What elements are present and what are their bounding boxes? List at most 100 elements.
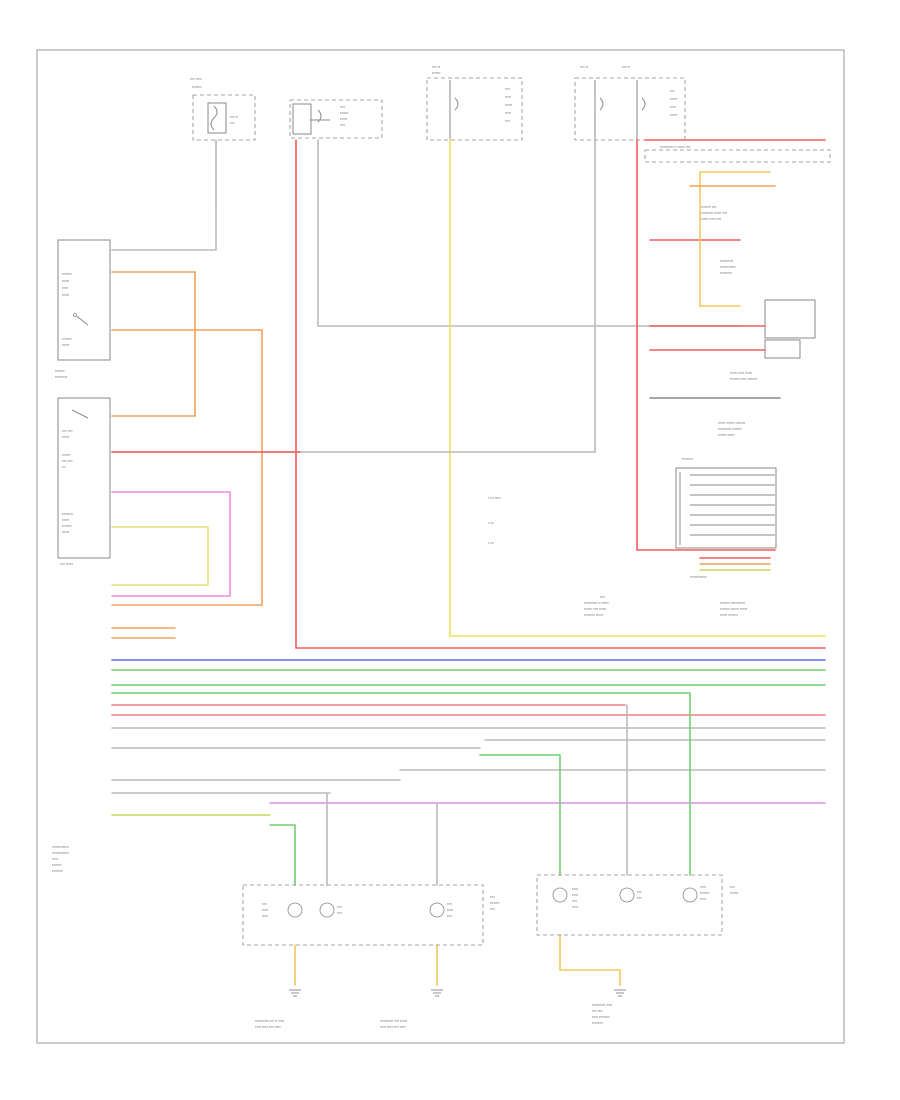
- svg-text:▪▪▪▪▪▪▪▪▪: ▪▪▪▪▪▪▪▪▪: [52, 869, 63, 873]
- svg-text:▪▪▪▪▪ ▪▪▪▪▪▪▪▪▪: ▪▪▪▪▪ ▪▪▪▪▪▪▪▪▪: [592, 1015, 610, 1019]
- hazard-switch: ▪▪▪▪▪▪▪▪ ▪▪▪▪▪▪ ▪▪▪▪▪ ▪▪▪▪▪▪ ▪▪▪▪▪▪▪▪ ▪▪…: [55, 239, 111, 379]
- svg-text:▪▪▪▪ ▪▪▪▪: ▪▪▪▪ ▪▪▪▪: [592, 1009, 603, 1013]
- svg-text:▪▪▪▪▪▪: ▪▪▪▪▪▪: [62, 530, 69, 534]
- svg-text:▪▪▪▪▪▪▪▪: ▪▪▪▪▪▪▪▪: [62, 272, 72, 276]
- svg-text:▪▪▪▪▪▪▪▪ ▪▪▪▪▪ ▪▪▪▪▪▪▪▪: ▪▪▪▪▪▪▪▪ ▪▪▪▪▪ ▪▪▪▪▪▪▪▪: [730, 377, 757, 381]
- wire-yellow-feed: [449, 139, 826, 637]
- svg-text:▪▪▪▪ ▪▪: ▪▪▪▪ ▪▪: [230, 115, 238, 119]
- svg-text:▪▪▪▪▪▪ ▪▪▪▪▪▪▪ ▪▪▪▪▪▪▪▪: ▪▪▪▪▪▪ ▪▪▪▪▪▪▪ ▪▪▪▪▪▪▪▪: [718, 421, 745, 425]
- svg-text:▪▪▪▪ ▪▪▪▪: ▪▪▪▪ ▪▪▪▪: [62, 459, 73, 463]
- svg-text:▪▪▪▪▪: ▪▪▪▪▪: [447, 908, 453, 912]
- wire-yellow-sw: [111, 526, 209, 586]
- fuse-block-c: ▪▪▪▪ ▪▪ ▪▪▪▪▪▪▪ ▪▪▪▪ ▪▪▪▪▪ ▪▪▪▪▪▪ ▪▪▪▪▪ …: [426, 65, 523, 141]
- svg-text:▪ ▪▪▪: ▪ ▪▪▪: [488, 541, 494, 545]
- light-switch: ▪▪▪▪ ▪▪▪▪ ▪▪▪▪▪▪ ▪▪▪▪▪▪▪ ▪▪▪▪ ▪▪▪▪ ▪▪▪ ▪…: [57, 397, 111, 566]
- wire-set: [111, 139, 826, 986]
- lamp-icon: [552, 887, 698, 903]
- svg-text:▪▪▪▪▪: ▪▪▪▪▪: [572, 887, 578, 891]
- wire-magenta-sw: [111, 491, 231, 597]
- svg-text:▪▪▪▪▪▪: ▪▪▪▪▪▪: [62, 279, 69, 283]
- wire-gray-feed: [317, 139, 741, 327]
- svg-text:▪▪▪▪▪▪▪▪▪▪: ▪▪▪▪▪▪▪▪▪▪: [720, 271, 732, 275]
- svg-text:▪▪▪▪▪▪▪▪: ▪▪▪▪▪▪▪▪: [52, 863, 62, 867]
- svg-text:▪▪▪▪▪▪: ▪▪▪▪▪▪: [62, 518, 69, 522]
- svg-text:▪▪▪▪▪: ▪▪▪▪▪: [700, 885, 706, 889]
- ground-icon: [614, 989, 626, 997]
- svg-text:▪▪▪▪▪▪▪▪: ▪▪▪▪▪▪▪▪: [490, 901, 500, 905]
- svg-text:▪▪▪▪▪▪▪▪: ▪▪▪▪▪▪▪▪: [700, 891, 710, 895]
- svg-text:▪▪▪▪▪▪▪▪▪▪▪ ▪▪▪▪ ▪▪▪▪▪▪: ▪▪▪▪▪▪▪▪▪▪▪ ▪▪▪▪ ▪▪▪▪▪▪: [380, 1019, 407, 1023]
- svg-text:▪▪▪▪▪▪▪▪▪: ▪▪▪▪▪▪▪▪▪: [592, 1021, 603, 1025]
- svg-text:▪▪▪▪: ▪▪▪▪: [490, 907, 495, 911]
- svg-text:▪▪▪▪: ▪▪▪▪: [730, 885, 735, 889]
- svg-text:▪▪▪▪: ▪▪▪▪: [505, 119, 510, 123]
- svg-text:▪▪▪▪: ▪▪▪▪: [262, 902, 267, 906]
- svg-text:▪▪▪▪▪▪▪▪▪▪▪▪▪▪: ▪▪▪▪▪▪▪▪▪▪▪▪▪▪: [690, 575, 707, 579]
- wire-red-module-2: [636, 139, 776, 551]
- svg-text:▪▪▪▪▪: ▪▪▪▪▪: [262, 908, 268, 912]
- svg-text:▪▪▪▪: ▪▪▪▪: [637, 896, 642, 900]
- svg-text:▪ ▪▪▪: ▪ ▪▪▪: [488, 521, 494, 525]
- ground-right: ▪▪▪▪▪▪▪▪▪▪▪ ▪▪▪▪▪ ▪▪▪▪ ▪▪▪▪ ▪▪▪▪▪ ▪▪▪▪▪▪…: [592, 989, 626, 1025]
- svg-text:▪▪▪▪: ▪▪▪▪: [230, 121, 235, 125]
- drop-green-left: [269, 824, 296, 886]
- svg-text:▪▪▪▪ ▪▪▪▪▪▪: ▪▪▪▪ ▪▪▪▪▪▪: [60, 562, 73, 566]
- svg-text:▪▪▪▪▪▪▪▪▪▪▪ ▪▪▪▪▪▪ ▪▪▪▪: ▪▪▪▪▪▪▪▪▪▪▪ ▪▪▪▪▪▪ ▪▪▪▪: [700, 211, 727, 215]
- svg-text:▪▪▪▪▪: ▪▪▪▪▪: [572, 905, 578, 909]
- svg-text:▪▪▪▪▪▪▪▪: ▪▪▪▪▪▪▪▪: [192, 85, 202, 89]
- svg-text:▪▪▪▪▪▪▪▪▪: ▪▪▪▪▪▪▪▪▪: [62, 512, 73, 516]
- svg-text:▪▪▪▪▪▪: ▪▪▪▪▪▪: [670, 113, 677, 117]
- svg-text:▪▪▪▪: ▪▪▪▪: [490, 895, 495, 899]
- svg-text:▪▪▪▪▪: ▪▪▪▪▪: [52, 857, 58, 861]
- svg-text:▪▪▪▪▪▪ ▪▪▪▪▪▪▪▪: ▪▪▪▪▪▪ ▪▪▪▪▪▪▪▪: [720, 613, 738, 617]
- svg-text:▪▪▪▪▪▪▪▪▪▪▪ ▪▪ ▪▪▪▪▪▪ ▪▪▪▪: ▪▪▪▪▪▪▪▪▪▪▪ ▪▪ ▪▪▪▪▪▪ ▪▪▪▪: [660, 145, 690, 149]
- svg-text:▪▪▪▪▪▪: ▪▪▪▪▪▪: [505, 103, 512, 107]
- svg-text:▪▪▪▪▪▪▪: ▪▪▪▪▪▪▪: [62, 453, 70, 457]
- svg-text:▪▪▪▪▪ ▪▪▪▪▪ ▪▪▪▪ ▪▪▪▪▪: ▪▪▪▪▪ ▪▪▪▪▪ ▪▪▪▪ ▪▪▪▪▪: [380, 1025, 406, 1029]
- svg-text:▪▪▪▪ ▪▪▪▪▪: ▪▪▪▪ ▪▪▪▪▪: [190, 77, 202, 81]
- ground-left-1: ▪▪▪▪▪▪▪▪▪▪▪ ▪▪▪▪ ▪▪ ▪▪▪▪▪ ▪▪▪▪▪ ▪▪▪▪▪ ▪▪…: [255, 989, 301, 1029]
- svg-text:▪▪▪▪: ▪▪▪▪: [337, 905, 342, 909]
- svg-text:▪▪▪▪▪: ▪▪▪▪▪: [505, 95, 511, 99]
- svg-text:▪▪▪▪▪▪▪▪: ▪▪▪▪▪▪▪▪: [62, 337, 72, 341]
- svg-text:▪▪▪▪▪▪: ▪▪▪▪▪▪: [670, 97, 677, 101]
- left-lamp-assembly: ▪▪▪▪ ▪▪▪▪▪ ▪▪▪▪▪ ▪▪▪▪ ▪▪▪▪ ▪▪▪▪ ▪▪▪▪▪ ▪▪…: [242, 884, 500, 946]
- svg-text:▪▪▪▪▪▪▪ ▪▪▪▪▪▪: ▪▪▪▪▪▪▪ ▪▪▪▪▪▪: [718, 433, 735, 437]
- svg-text:▪▪▪▪▪: ▪▪▪▪▪: [505, 111, 511, 115]
- svg-text:▪▪▪▪: ▪▪▪▪: [337, 911, 342, 915]
- wire-gray-feed-2: [111, 139, 596, 453]
- svg-text:▪▪▪▪▪▪: ▪▪▪▪▪▪: [62, 435, 69, 439]
- svg-text:▪▪▪▪▪▪▪: ▪▪▪▪▪▪▪: [432, 71, 440, 75]
- diagram-frame: [36, 49, 845, 1044]
- svg-text:▪▪▪▪▪▪▪▪: ▪▪▪▪▪▪▪▪: [62, 524, 72, 528]
- fuse-icon: [454, 97, 459, 111]
- svg-text:▪▪▪▪▪: ▪▪▪▪▪: [700, 897, 706, 901]
- svg-text:▪▪▪▪▪▪▪▪▪▪▪ ▪▪▪▪▪▪▪▪: ▪▪▪▪▪▪▪▪▪▪▪ ▪▪▪▪▪▪▪▪: [718, 427, 742, 431]
- ground-icon: [431, 989, 443, 997]
- svg-text:▪▪▪▪▪▪ ▪▪▪▪▪ ▪▪▪▪▪▪: ▪▪▪▪▪▪ ▪▪▪▪▪ ▪▪▪▪▪▪: [730, 371, 752, 375]
- fuse-icon: [317, 109, 322, 123]
- svg-text:▪▪▪▪▪▪▪▪▪▪▪▪▪: ▪▪▪▪▪▪▪▪▪▪▪▪▪: [720, 265, 736, 269]
- svg-text:▪▪▪▪ ▪▪: ▪▪▪▪ ▪▪: [432, 65, 440, 69]
- right-lamp-assembly: ▪▪▪▪▪ ▪▪▪▪▪ ▪▪▪▪ ▪▪▪▪▪ ▪▪▪▪ ▪▪▪▪ ▪▪▪▪▪ ▪…: [536, 874, 738, 936]
- svg-text:▪▪▪▪▪▪▪: ▪▪▪▪▪▪▪: [730, 891, 738, 895]
- switch-icon: [71, 409, 89, 419]
- svg-text:▪▪▪▪▪▪▪▪▪▪▪ ▪▪▪▪▪: ▪▪▪▪▪▪▪▪▪▪▪ ▪▪▪▪▪: [592, 1003, 612, 1007]
- svg-text:▪▪▪▪▪▪▪▪ ▪▪▪▪▪▪▪▪▪▪▪▪: ▪▪▪▪▪▪▪▪ ▪▪▪▪▪▪▪▪▪▪▪▪: [720, 601, 745, 605]
- svg-text:▪▪▪▪▪▪▪▪▪▪▪ ▪▪ ▪▪▪▪▪▪: ▪▪▪▪▪▪▪▪▪▪▪ ▪▪ ▪▪▪▪▪▪: [584, 601, 609, 605]
- fuse-icon: [210, 105, 218, 131]
- wire-yellow-module: [699, 171, 771, 307]
- lamp-icon: [287, 902, 445, 918]
- svg-text:▪▪▪▪▪▪▪ ▪▪▪▪ ▪▪▪▪▪▪: ▪▪▪▪▪▪▪ ▪▪▪▪ ▪▪▪▪▪▪: [584, 607, 606, 611]
- svg-text:▪▪▪▪: ▪▪▪▪: [637, 890, 642, 894]
- svg-text:▪▪▪▪▪ ▪▪▪▪▪ ▪▪▪▪ ▪▪▪▪▪: ▪▪▪▪▪ ▪▪▪▪▪ ▪▪▪▪ ▪▪▪▪▪: [255, 1025, 281, 1029]
- svg-text:▪▪▪▪: ▪▪▪▪: [505, 87, 510, 91]
- wire-orange-hazard: [111, 271, 196, 417]
- svg-text:▪▪▪▪▪▪▪▪▪: ▪▪▪▪▪▪▪▪▪: [682, 457, 693, 461]
- svg-text:▪▪▪▪: ▪▪▪▪: [447, 914, 452, 918]
- svg-text:▪▪▪▪▪▪▪ ▪▪▪▪▪ ▪▪▪▪: ▪▪▪▪▪▪▪ ▪▪▪▪▪ ▪▪▪▪: [700, 217, 721, 221]
- fuse-block-b: ▪▪▪▪ ▪▪▪▪▪▪▪ ▪▪▪▪▪▪ ▪▪▪▪: [289, 99, 383, 139]
- svg-text:▪▪▪▪: ▪▪▪▪: [340, 105, 345, 109]
- svg-text:▪▪▪▪▪▪: ▪▪▪▪▪▪: [62, 293, 69, 297]
- svg-text:▪▪▪▪▪▪▪▪▪▪▪▪▪▪: ▪▪▪▪▪▪▪▪▪▪▪▪▪▪: [52, 845, 69, 849]
